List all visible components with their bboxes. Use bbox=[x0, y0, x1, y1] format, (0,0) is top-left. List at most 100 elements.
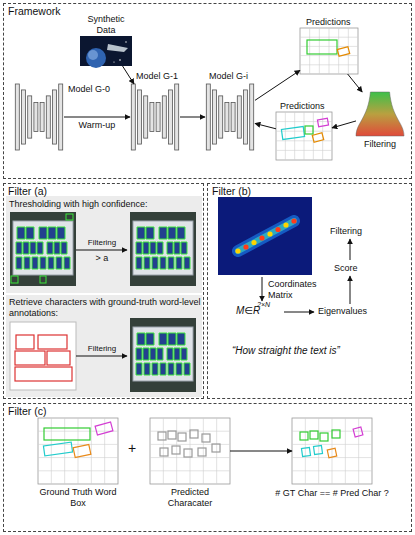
heat-dot bbox=[243, 244, 248, 249]
node-label: Predicted Characater bbox=[150, 487, 230, 508]
panel-heading: Filter (b) bbox=[212, 185, 251, 197]
network-layer bbox=[244, 90, 248, 144]
node-label: Ground Truth Word Box bbox=[38, 487, 118, 508]
grid-line bbox=[318, 418, 319, 484]
network-layer bbox=[40, 102, 44, 131]
grid-frame bbox=[38, 418, 118, 484]
star bbox=[125, 41, 126, 42]
connector bbox=[255, 70, 300, 100]
arrow bbox=[76, 356, 127, 357]
char-boxes bbox=[136, 333, 190, 375]
node-shape bbox=[292, 418, 372, 484]
node-label: Predictions bbox=[306, 17, 351, 28]
network-layer bbox=[15, 84, 19, 150]
grid-line bbox=[276, 140, 332, 141]
network-layer bbox=[231, 102, 235, 131]
detection-box bbox=[212, 444, 220, 452]
grid-line bbox=[305, 418, 306, 484]
annotation-text: 2×N bbox=[257, 301, 270, 310]
network-layer bbox=[156, 102, 160, 131]
grid-line bbox=[276, 121, 332, 122]
grid-line bbox=[38, 470, 118, 471]
heat-dot bbox=[251, 240, 256, 245]
grid-line bbox=[163, 418, 164, 484]
node-label: Model G-0 bbox=[68, 84, 110, 95]
network-layer bbox=[28, 96, 32, 138]
detection-box bbox=[178, 433, 186, 441]
detection-box bbox=[312, 133, 323, 142]
prediction-grid: Predictions bbox=[276, 112, 332, 160]
heat-dot bbox=[259, 235, 264, 240]
node-shape bbox=[300, 28, 358, 74]
sign-photo-base bbox=[130, 318, 196, 392]
network-layer bbox=[131, 84, 135, 150]
detection-box bbox=[332, 430, 340, 438]
char-boxes bbox=[16, 227, 70, 269]
connector-line bbox=[348, 74, 363, 92]
connector bbox=[123, 66, 134, 84]
node-shape bbox=[130, 84, 180, 150]
network-layer bbox=[175, 84, 179, 150]
grid-line bbox=[150, 470, 230, 471]
sign-photo-base bbox=[10, 212, 76, 286]
star bbox=[113, 61, 114, 62]
panel-heading: Framework bbox=[8, 5, 61, 17]
filter-panel: Filter (a) bbox=[3, 183, 204, 399]
detection-box bbox=[301, 447, 310, 456]
network-layer bbox=[213, 90, 217, 144]
grid-line bbox=[338, 28, 339, 74]
detection-box bbox=[320, 433, 328, 441]
annotation-text: Filtering bbox=[76, 238, 128, 248]
network-model: Model G-i bbox=[205, 84, 255, 150]
ground-truth-grid: Ground Truth Word Box bbox=[38, 418, 118, 484]
node-shape bbox=[38, 418, 118, 484]
heat-dot bbox=[275, 227, 280, 232]
network-layer bbox=[225, 102, 229, 131]
sign-letters bbox=[16, 227, 70, 269]
heatmap-glow bbox=[238, 221, 294, 251]
connector-line bbox=[180, 117, 205, 118]
word-box bbox=[38, 335, 67, 349]
grid-line bbox=[203, 418, 204, 484]
arrow bbox=[76, 250, 127, 251]
node-label: Filtering bbox=[356, 139, 404, 150]
detection-box bbox=[73, 444, 91, 457]
network-layer bbox=[59, 84, 63, 150]
detection-box bbox=[313, 445, 322, 454]
result-grid: # GT Char == # Pred Char ? bbox=[292, 418, 372, 484]
annotation-text: Filtering bbox=[330, 226, 362, 237]
detection-box bbox=[198, 448, 206, 456]
grid-line bbox=[190, 418, 191, 484]
node-shape bbox=[276, 112, 332, 160]
detection-box bbox=[317, 118, 328, 127]
filter-panel: Filter (c)Ground Truth Word BoxPredicted… bbox=[3, 403, 412, 532]
star bbox=[119, 59, 121, 61]
data-image: Synthetic Data bbox=[80, 14, 132, 66]
funnel-shape bbox=[356, 92, 404, 136]
detection-box bbox=[305, 126, 313, 134]
heatmap-glow bbox=[238, 221, 294, 251]
node-label: Predictions bbox=[280, 101, 325, 112]
char-box bbox=[66, 214, 73, 220]
grid-line bbox=[300, 46, 358, 47]
char-box bbox=[11, 276, 18, 283]
grid-line bbox=[300, 37, 358, 38]
sign-letters bbox=[136, 227, 190, 269]
sign-photo bbox=[10, 212, 76, 286]
grid-line bbox=[300, 64, 358, 65]
network-layer bbox=[144, 96, 148, 138]
annotation-text: > a bbox=[76, 253, 128, 264]
heat-dot bbox=[283, 222, 288, 227]
char-box bbox=[40, 276, 46, 283]
edge-label: Warm-up bbox=[79, 120, 116, 131]
grid-line bbox=[292, 444, 372, 445]
connector bbox=[255, 123, 276, 128]
detection-box bbox=[300, 432, 308, 440]
word-box bbox=[15, 367, 72, 381]
detection-box bbox=[160, 448, 168, 456]
section-background bbox=[6, 295, 202, 397]
grid-line bbox=[329, 28, 330, 74]
network-layer bbox=[237, 96, 241, 138]
grid-line bbox=[332, 418, 333, 484]
